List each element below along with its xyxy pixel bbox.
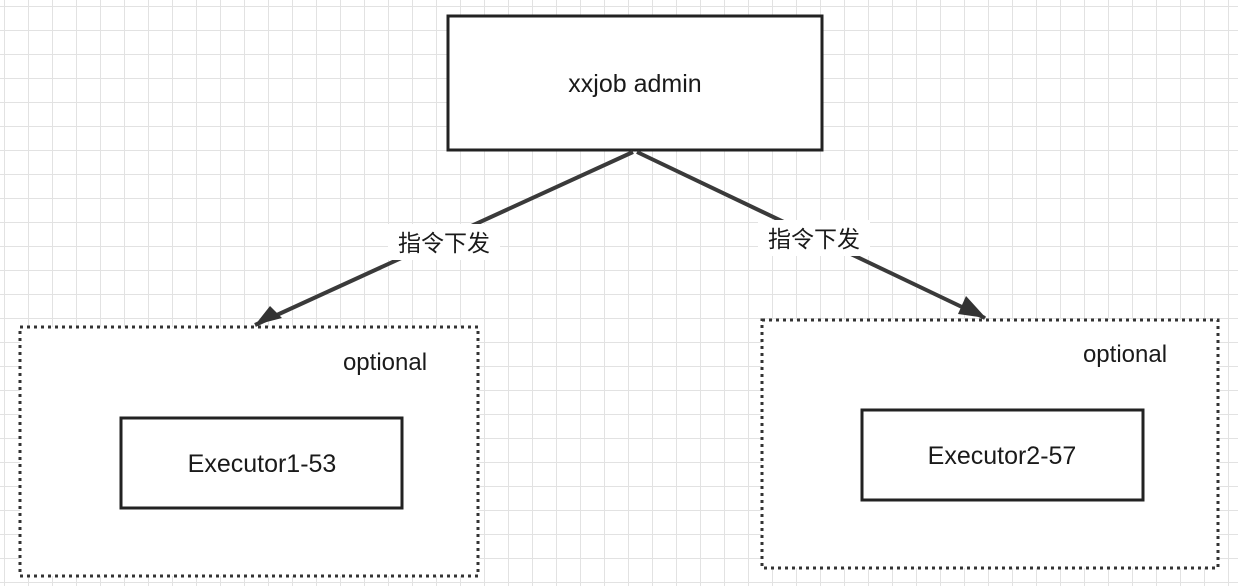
admin-node-box bbox=[446, 14, 824, 152]
edge-admin-to-executor1: 指令下发 bbox=[254, 150, 634, 327]
executor-1-label: Executor1-53 bbox=[188, 450, 337, 478]
executor-2-node[interactable]: Executor2-57 bbox=[860, 408, 1145, 502]
executor-1-node[interactable]: Executor1-53 bbox=[119, 416, 404, 510]
executor-2-label: Executor2-57 bbox=[928, 442, 1077, 470]
executor-2-box bbox=[860, 408, 1145, 502]
edge-admin-to-executor2: 指令下发 bbox=[636, 150, 986, 320]
admin-node-label: xxjob admin bbox=[568, 70, 701, 98]
edge-label-right: 指令下发 bbox=[768, 227, 860, 253]
optional-group-2-tag: optional bbox=[1083, 341, 1167, 368]
optional-group-1-tag: optional bbox=[343, 349, 427, 376]
arrowhead-left-icon bbox=[255, 306, 282, 325]
optional-group-1: optional Executor1-53 bbox=[18, 325, 480, 578]
edge-label-bg-right bbox=[758, 220, 870, 256]
edge-label-bg-left bbox=[388, 224, 500, 260]
executor-1-box bbox=[119, 416, 404, 510]
admin-node[interactable]: xxjob admin bbox=[446, 14, 824, 152]
arrowhead-right-icon bbox=[958, 296, 986, 318]
optional-group-2: optional Executor2-57 bbox=[760, 318, 1220, 570]
edge-label-left: 指令下发 bbox=[398, 231, 490, 257]
